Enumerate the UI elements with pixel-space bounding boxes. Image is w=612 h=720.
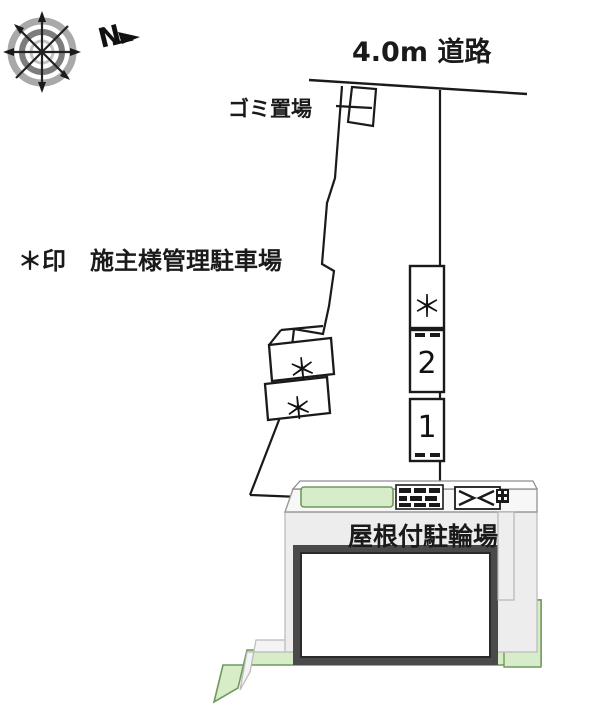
planting-bed (300, 486, 394, 508)
stall-asterisk-upper-right-label: ＊ (412, 290, 442, 325)
owner-parking-note: ＊印 施主様管理駐車場 (18, 247, 282, 275)
covered-bicycle-parking-label: 屋根付駐輪場 (348, 522, 499, 551)
road-boundary-line (308, 78, 528, 96)
entrance-stairs-icon (454, 486, 509, 510)
stall-1[interactable] (408, 397, 446, 463)
building (293, 545, 498, 665)
north-arrow-icon (112, 32, 140, 46)
garbage-area-label: ゴミ置場 (228, 97, 312, 121)
stall-asterisk-diagonal-upper[interactable] (267, 336, 336, 383)
stall-asterisk-upper-right[interactable] (408, 264, 446, 330)
garbage-area-leader-line (335, 104, 373, 110)
compass-rose-icon (3, 11, 81, 93)
road-label: 4.0m 道路 (352, 37, 492, 68)
stall-asterisk-diagonal-lower-label: ＊ (281, 390, 316, 429)
building-right-wall (497, 511, 515, 601)
bicycle-racks (395, 484, 444, 510)
stall-1-label: 1 (417, 410, 437, 445)
diagonal-stall-connector (268, 324, 324, 346)
stall-2-label: 2 (417, 346, 437, 381)
stall-2[interactable] (408, 328, 446, 394)
stall-asterisk-diagonal-lower[interactable] (263, 375, 332, 422)
